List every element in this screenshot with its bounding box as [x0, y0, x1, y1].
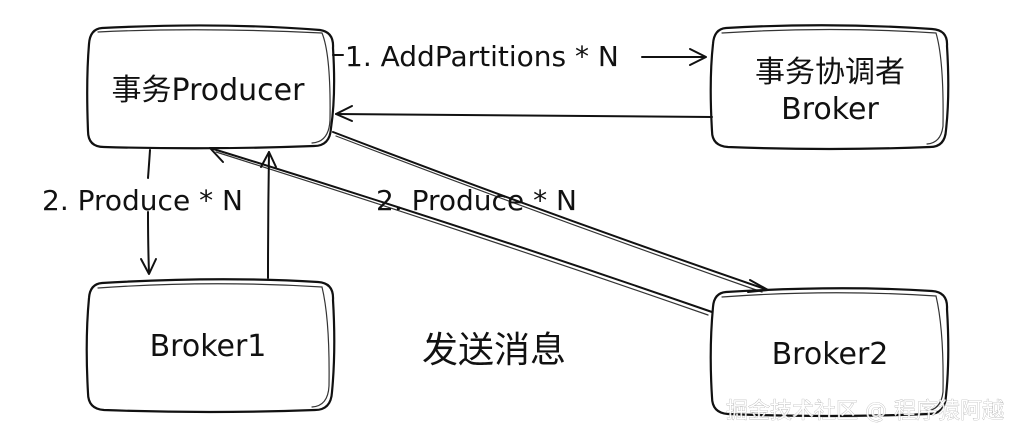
produce-to-broker2-arrow [332, 131, 769, 293]
produce-broker2-label: 2. Produce * N [376, 184, 577, 217]
coordinator-node: 事务协调者 Broker [709, 24, 950, 151]
coordinator-response-arrow [335, 105, 713, 122]
producer-node: 事务Producer [86, 24, 336, 150]
broker1-label: Broker1 [150, 329, 267, 364]
produce-to-broker1-arrow [140, 149, 157, 275]
broker2-node: Broker2 [709, 287, 950, 418]
add-partitions-arrow [332, 48, 707, 66]
watermark-text: 掘金技术社区 @ 程序猿阿越 [726, 399, 1004, 424]
coordinator-label-line2: Broker [781, 92, 879, 127]
producer-label: 事务Producer [112, 73, 306, 108]
produce-broker1-label: 2. Produce * N [42, 184, 243, 217]
caption-text: 发送消息 [422, 330, 566, 371]
broker2-response-arrow [209, 147, 713, 316]
broker1-node: Broker1 [85, 278, 336, 414]
add-partitions-label: 1. AddPartitions * N [345, 40, 619, 73]
broker2-label: Broker2 [772, 337, 889, 372]
coordinator-label-line1: 事务协调者 [755, 55, 905, 90]
